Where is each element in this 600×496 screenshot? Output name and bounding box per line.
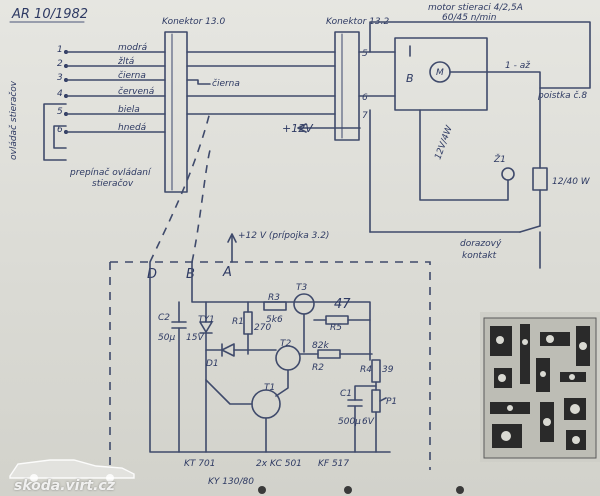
- switch-pin-4: 4: [57, 89, 63, 99]
- t2-label: T2: [280, 339, 291, 349]
- side-note: ovládač stieračov: [8, 80, 19, 160]
- dorazovy-label-1: dorazový: [460, 239, 502, 249]
- conn-pin-6: 6: [362, 93, 368, 103]
- mark-d: D: [147, 267, 157, 282]
- switch-pin-1: 1: [57, 45, 63, 55]
- r4-label: R4: [360, 365, 372, 375]
- wiper-motor: M B motor stieraci 4/2,5A 60/45 n/min 1 …: [358, 3, 591, 111]
- part-kc501: 2x KC 501: [256, 459, 302, 469]
- r2-label: R2: [312, 363, 324, 373]
- wire-label-biela: biela: [118, 105, 140, 115]
- connector-13-2: Konektor 13.2: [326, 17, 389, 141]
- wire-1-label: 1 - až: [505, 61, 530, 71]
- prepinac-label-2: stieračov: [92, 178, 134, 189]
- car-outline-icon: [9, 459, 135, 482]
- wire-label-cierna: čierna: [118, 70, 146, 81]
- prepinac-label-1: prepínač ovládaní: [69, 167, 152, 178]
- r5-value: 47: [334, 297, 351, 312]
- r1-label: R1: [232, 317, 244, 327]
- p1-label: P1: [386, 397, 397, 407]
- r1-value: 270: [254, 323, 271, 333]
- ty1-label: TY1: [198, 315, 215, 325]
- lamp-label: Ž1: [493, 153, 506, 165]
- part-kf517: KF 517: [318, 459, 349, 469]
- pcb-photo: [480, 312, 600, 462]
- wire-label-zlta: žltá: [117, 57, 135, 67]
- c1-value: 500μ: [338, 417, 361, 427]
- connector-right-label: Konektor 13.2: [326, 17, 389, 27]
- watermark-logo: skoda.virt.cz: [4, 452, 154, 496]
- switch-pin-2: 2: [57, 59, 63, 69]
- punch-hole-2: [344, 486, 352, 494]
- control-module: D B A +12 V (prípojka 3.2): [109, 111, 431, 470]
- part-ky130: KY 130/80: [208, 477, 254, 487]
- c2-label: C2: [158, 313, 170, 323]
- wire-label-cervena: červená: [118, 86, 155, 97]
- punch-hole-1: [258, 486, 266, 494]
- wire-label-modra: modrá: [118, 43, 148, 53]
- motor-title-2: 60/45 n/min: [442, 13, 497, 23]
- mark-b: B: [186, 267, 195, 282]
- wire-12v-label: 12V/4W: [433, 123, 455, 161]
- r3-label: R3: [268, 293, 280, 303]
- wire-label-hneda: hnedá: [118, 123, 147, 133]
- poistka-label: poistka č.8: [537, 90, 587, 101]
- connector-13-0: Konektor 13.0: [162, 17, 225, 193]
- r4-value: 39: [382, 365, 394, 375]
- header-ref: AR 10/1982: [11, 7, 88, 22]
- connector-left-label: Konektor 13.0: [162, 17, 225, 27]
- motor-title-1: motor stieraci 4/2,5A: [428, 3, 523, 13]
- switch-pin-3: 3: [57, 73, 63, 83]
- motor-m: M: [436, 68, 444, 78]
- r5-label: R5: [330, 323, 342, 333]
- harness-wires: modrá žltá čierna červená biela hnedá či…: [65, 43, 368, 135]
- wire-label-cierna-2: čierna: [212, 78, 240, 89]
- t1-label: T1: [264, 383, 275, 393]
- switch-pin-5: 5: [57, 107, 63, 117]
- timer-circuit: C2 50μ 15V TY1 R1 270 R3 5k6 T3 R5 47 D1: [149, 261, 397, 487]
- plus12v-label: +12V: [282, 122, 314, 135]
- r3-value: 5k6: [266, 315, 283, 325]
- c1-voltage: 6V: [362, 417, 375, 427]
- c1-label: C1: [340, 389, 352, 399]
- r2-value: 82k: [312, 341, 329, 351]
- mark-a: A: [222, 265, 232, 280]
- motor-b: B: [406, 72, 414, 85]
- watermark-text: skoda.virt.cz: [14, 478, 115, 494]
- dorazovy-label-2: kontakt: [462, 251, 497, 261]
- conn-pin-7: 7: [362, 111, 368, 121]
- c2-value: 50μ: [158, 333, 175, 343]
- t3-label: T3: [296, 283, 307, 293]
- plus12v-prip: +12 V (prípojka 3.2): [238, 231, 329, 241]
- c2-voltage: 15V: [186, 333, 204, 343]
- conn-pin-5: 5: [362, 49, 368, 59]
- switch-pin-6: 6: [57, 125, 63, 135]
- punch-hole-3: [456, 486, 464, 494]
- part-kt701: KT 701: [184, 459, 215, 469]
- bulb-label: 12/40 W: [552, 177, 591, 187]
- wiper-switch: 1 2 3 4 5 6 ovládač stieračov prepínač o…: [8, 45, 152, 189]
- lamp-branch: 12/40 W Ž1 12V/4W dorazový kontakt: [369, 87, 591, 269]
- d1-label: D1: [206, 359, 219, 369]
